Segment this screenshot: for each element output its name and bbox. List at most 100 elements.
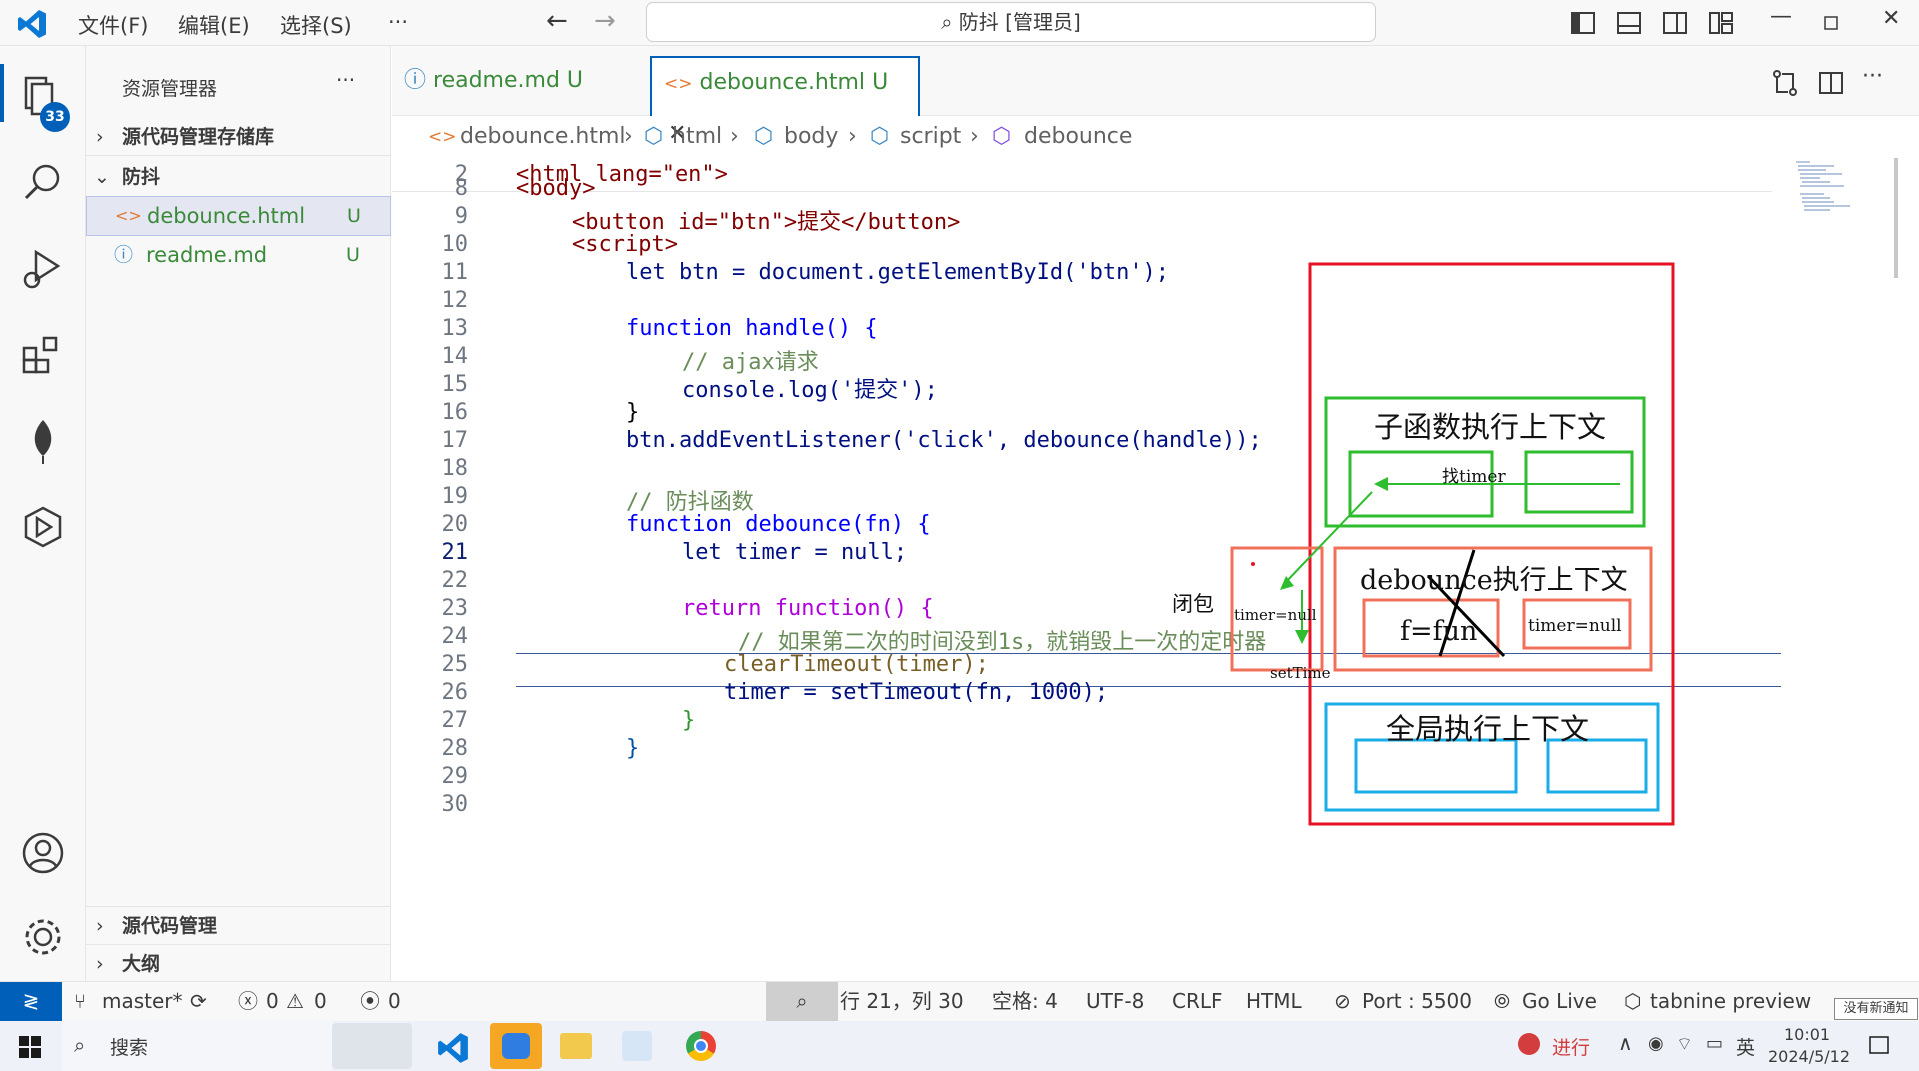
ime-indicator[interactable]: 英	[1736, 1037, 1756, 1059]
branch-name[interactable]: master*	[102, 989, 183, 1013]
repo-section-header[interactable]: › 源代码管理存储库	[86, 118, 391, 156]
close-tab-icon[interactable]: ✕	[668, 121, 687, 146]
encoding[interactable]: UTF-8	[1086, 989, 1145, 1013]
notification-tooltip: 没有新通知	[1834, 998, 1918, 1020]
clock-date[interactable]: 2024/5/12	[1768, 1047, 1851, 1066]
paint-icon[interactable]	[622, 1031, 652, 1061]
breadcrumb-body[interactable]: body	[784, 124, 839, 149]
tabnine-status[interactable]: tabnine preview	[1650, 989, 1812, 1013]
menu-file[interactable]: 文件(F)	[78, 14, 149, 38]
branch-icon: ⑂	[74, 989, 86, 1013]
search-text: 防抖 [管理员]	[958, 10, 1081, 34]
code-editor[interactable]: 2 <html lang="en"> 8 9 10 11 12 13 14 15…	[392, 158, 1781, 981]
battery-icon[interactable]: ▭	[1706, 1033, 1724, 1054]
code-line-11: let btn = document.getElementById('btn')…	[626, 260, 1170, 285]
extensions-icon[interactable]	[18, 330, 68, 380]
minimap[interactable]	[1790, 158, 1890, 258]
split-editor-icon[interactable]	[1816, 68, 1846, 98]
sync-icon[interactable]: ⟳	[190, 989, 207, 1013]
search-icon: ⌕	[941, 10, 953, 34]
compare-changes-icon[interactable]	[1770, 68, 1800, 98]
search-sidebar-icon[interactable]	[18, 158, 68, 208]
command-center-search[interactable]: ⌕ 防抖 [管理员]	[646, 2, 1376, 42]
ports-count[interactable]: 0	[388, 989, 401, 1013]
outline-section-header[interactable]: › 大纲	[86, 944, 391, 982]
zoom-icon[interactable]: ⌕	[766, 982, 838, 1022]
language-mode[interactable]: HTML	[1246, 989, 1302, 1013]
go-live-button[interactable]: Go Live	[1522, 989, 1597, 1013]
cursor-position[interactable]: 行 21，列 30	[840, 989, 964, 1013]
chevron-right-icon: ›	[96, 126, 104, 148]
breadcrumb-file[interactable]: debounce.html	[460, 124, 626, 149]
warning-icon: ⚠	[286, 989, 304, 1013]
untracked-badge: U	[346, 244, 360, 266]
toggle-secondary-sidebar-icon[interactable]	[1660, 8, 1690, 38]
function-icon: ⬡	[992, 124, 1012, 149]
html-file-icon: <>	[664, 74, 693, 94]
explorer-sidebar: 资源管理器 ··· › 源代码管理存储库 ⌄ 防抖 <> debounce.ht…	[86, 46, 391, 981]
code-line-19: // 防抖函数	[626, 490, 754, 515]
file-item-readme[interactable]: ⓘ readme.md U	[86, 236, 391, 274]
toggle-primary-sidebar-icon[interactable]	[1568, 8, 1598, 38]
accounts-icon[interactable]	[18, 828, 68, 878]
warning-count[interactable]: 0	[314, 989, 327, 1013]
breadcrumb-separator: ›	[730, 124, 739, 149]
progress-status[interactable]: 进行	[1552, 1037, 1591, 1059]
code-line-13: function handle() {	[626, 316, 878, 341]
tab-readme[interactable]: ⓘ readme.md U	[404, 68, 584, 93]
manage-gear-icon[interactable]	[18, 912, 68, 962]
live-server-port[interactable]: Port : 5500	[1362, 989, 1472, 1013]
remote-explorer-icon[interactable]	[18, 502, 68, 552]
tabnine-icon: ⬡	[1624, 989, 1642, 1013]
code-line-15: console.log('提交');	[682, 378, 938, 403]
indentation[interactable]: 空格: 4	[992, 989, 1058, 1013]
vscode-logo-icon[interactable]	[16, 8, 48, 40]
widget-icon[interactable]	[332, 1023, 412, 1069]
menu-more[interactable]: ···	[388, 10, 409, 34]
vscode-taskbar-icon[interactable]	[436, 1031, 470, 1065]
changes-badge: 33	[40, 102, 70, 132]
file-explorer-icon[interactable]	[560, 1033, 592, 1059]
breadcrumb-separator: ›	[624, 124, 633, 149]
active-indicator	[0, 64, 4, 122]
windows-start-icon[interactable]	[18, 1035, 42, 1059]
chevron-right-icon: ›	[96, 953, 104, 975]
breadcrumb-html[interactable]: html	[672, 124, 723, 149]
file-item-debounce[interactable]: <> debounce.html U	[86, 196, 391, 236]
close-window-icon[interactable]: ✕	[1882, 6, 1901, 31]
notification-center-icon[interactable]	[1868, 1035, 1890, 1057]
leaf-icon[interactable]	[18, 416, 68, 466]
chevron-up-icon[interactable]: ∧	[1618, 1031, 1633, 1055]
scm-section-header[interactable]: › 源代码管理	[86, 906, 391, 944]
ports-icon: ⦿	[360, 989, 380, 1013]
qq-icon[interactable]: ◉	[1648, 1033, 1664, 1054]
tab-debounce[interactable]: <> debounce.html U ✕	[650, 56, 920, 146]
editor-more-icon[interactable]: ···	[1862, 64, 1883, 89]
customize-layout-icon[interactable]	[1706, 8, 1736, 38]
back-arrow-icon[interactable]: ←	[546, 6, 568, 36]
breadcrumb-debounce[interactable]: debounce	[1024, 124, 1133, 149]
run-debug-icon[interactable]	[18, 244, 68, 294]
toggle-panel-icon[interactable]	[1614, 8, 1644, 38]
chrome-icon[interactable]	[686, 1031, 716, 1061]
wifi-icon[interactable]: ⌔	[1676, 1034, 1693, 1055]
chevron-down-icon: ⌄	[94, 166, 110, 188]
minimize-icon[interactable]: —	[1770, 4, 1792, 29]
media-player-icon[interactable]	[490, 1023, 542, 1069]
explorer-more-button[interactable]: ···	[336, 68, 356, 92]
breadcrumb-script[interactable]: script	[900, 124, 962, 149]
taskbar-search[interactable]: ⌕ 搜索	[62, 1021, 332, 1071]
app-tray-icon[interactable]	[1518, 1033, 1540, 1055]
end-of-line[interactable]: CRLF	[1172, 989, 1223, 1013]
folder-header[interactable]: ⌄ 防抖	[86, 158, 391, 196]
menu-selection[interactable]: 选择(S)	[280, 14, 352, 38]
error-count[interactable]: 0	[266, 989, 279, 1013]
remote-indicator-icon[interactable]: ≷	[0, 982, 62, 1022]
sticky-scroll[interactable]: 2 <html lang="en">	[392, 158, 1772, 192]
editor-scrollbar[interactable]	[1894, 158, 1898, 278]
maximize-icon[interactable]	[1824, 16, 1838, 30]
menu-edit[interactable]: 编辑(E)	[178, 14, 250, 38]
current-line-highlight	[516, 653, 1781, 687]
forward-arrow-icon[interactable]: →	[594, 6, 616, 36]
clock-time[interactable]: 10:01	[1784, 1025, 1831, 1044]
